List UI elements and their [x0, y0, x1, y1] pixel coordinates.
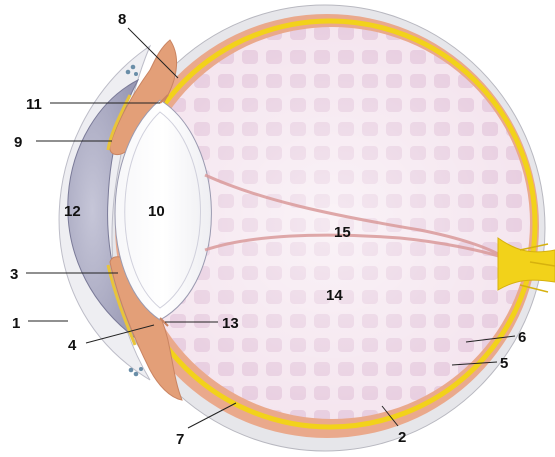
- label-2: 2: [398, 429, 406, 446]
- label-10: 10: [148, 203, 165, 220]
- label-13: 13: [222, 315, 239, 332]
- label-9: 9: [14, 134, 22, 151]
- label-14: 14: [326, 287, 343, 304]
- label-6: 6: [518, 329, 526, 346]
- label-8: 8: [118, 11, 126, 28]
- label-1: 1: [12, 315, 20, 332]
- label-15: 15: [334, 224, 351, 241]
- label-12: 12: [64, 203, 81, 220]
- label-3: 3: [10, 266, 18, 283]
- label-4: 4: [68, 337, 77, 354]
- label-5: 5: [500, 355, 508, 372]
- label-7: 7: [176, 431, 184, 448]
- label-11: 11: [26, 96, 42, 113]
